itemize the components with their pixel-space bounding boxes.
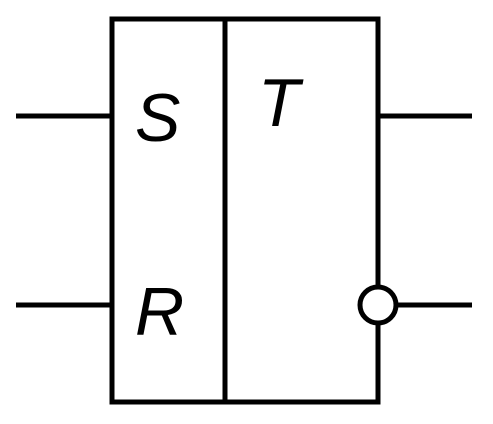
label-t: T — [258, 65, 304, 141]
label-r: R — [135, 274, 184, 350]
flip-flop-body — [109, 16, 381, 405]
inversion-bubble-icon — [357, 284, 399, 326]
label-s: S — [135, 80, 180, 156]
